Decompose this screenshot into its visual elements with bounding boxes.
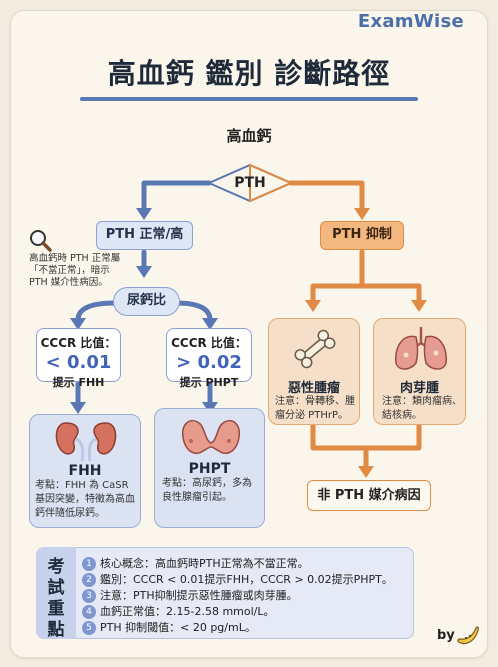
key-point-3: 3 注意：PTH抑制提示惡性腫瘤或肉芽腫。 xyxy=(82,587,298,603)
key-point-number: 1 xyxy=(82,557,96,571)
cccr-high-box: CCCR 比值： > 0.02 提示 PHPT xyxy=(166,328,252,389)
malignancy-note: 注意：骨轉移、腫瘤分泌 PTHrP。 xyxy=(275,396,355,421)
key-points-heading-1: 考 xyxy=(47,557,65,577)
page-title: 高血鈣 鑑別 診斷路徑 xyxy=(107,57,391,90)
key-points-heading-bg xyxy=(36,547,76,639)
byline: by xyxy=(437,628,455,643)
cccr-high-hint: 提示 PHPT xyxy=(179,376,239,389)
key-point-text: 鑑別：CCCR < 0.01提示FHH，CCCR > 0.02提示PHPT。 xyxy=(100,573,393,586)
non-pth-result-box: 非 PTH 媒介病因 xyxy=(307,480,431,511)
malignancy-name: 惡性腫瘤 xyxy=(287,381,340,396)
cccr-high-value: > 0.02 xyxy=(176,352,242,373)
cccr-low-box: CCCR 比值： < 0.01 提示 FHH xyxy=(36,328,121,389)
key-point-text: PTH 抑制閾值：< 20 pg/mL。 xyxy=(100,621,256,634)
granuloma-name: 肉芽腫 xyxy=(399,381,439,396)
key-point-text: 核心概念：高血鈣時PTH正常為不當正常。 xyxy=(100,557,309,570)
key-points-heading-4: 點 xyxy=(47,620,65,640)
key-points-heading-3: 重 xyxy=(47,599,65,619)
title-underline xyxy=(80,97,418,101)
brand-name: ExamWise xyxy=(357,11,464,32)
key-point-number: 2 xyxy=(82,573,96,587)
cccr-low-value: < 0.01 xyxy=(45,352,112,373)
thyroid-icon xyxy=(182,419,240,455)
fhh-note: 考點：FHH 為 CaSR 基因突變，特徵為高血鈣伴隨低尿鈣。 xyxy=(35,480,135,519)
inappropriate-normal-note: 高血鈣時 PTH 正常屬「不當正常」，暗示 PTH 媒介性病因。 xyxy=(29,253,121,288)
key-point-number: 5 xyxy=(82,621,96,635)
malignancy-panel: 惡性腫瘤 注意：骨轉移、腫瘤分泌 PTHrP。 xyxy=(268,318,360,425)
pth-suppressed-box: PTH 抑制 xyxy=(320,221,404,250)
fhh-name: FHH xyxy=(68,463,102,479)
decision-diamond: PTH xyxy=(234,175,266,191)
key-point-text: 血鈣正常值：2.15-2.58 mmol/L。 xyxy=(100,605,275,618)
key-point-number: 3 xyxy=(82,589,96,603)
start-label: 高血鈣 xyxy=(226,127,272,145)
key-point-number: 4 xyxy=(82,605,96,619)
cccr-low-title: CCCR 比值： xyxy=(40,336,117,350)
banana-icon xyxy=(457,626,479,645)
phpt-name: PHPT xyxy=(188,461,231,477)
bone-icon xyxy=(294,329,336,369)
phpt-note: 考點：高尿鈣，多為良性腺瘤引起。 xyxy=(162,478,252,503)
cccr-low-hint: 提示 FHH xyxy=(52,376,105,389)
urine-calcium-ratio-oval: 尿鈣比 xyxy=(113,287,180,316)
key-point-4: 4 血鈣正常值：2.15-2.58 mmol/L。 xyxy=(82,603,275,619)
cccr-high-title: CCCR 比值： xyxy=(171,336,247,350)
pth-normal-high-box: PTH 正常/高 xyxy=(96,221,193,250)
key-point-2: 2 鑑別：CCCR < 0.01提示FHH，CCCR > 0.02提示PHPT。 xyxy=(82,571,393,587)
lungs-icon xyxy=(394,327,448,370)
phpt-panel: PHPT 考點：高尿鈣，多為良性腺瘤引起。 xyxy=(154,408,265,528)
magnifier-icon xyxy=(30,230,52,252)
fhh-panel: FHH 考點：FHH 為 CaSR 基因突變，特徵為高血鈣伴隨低尿鈣。 xyxy=(29,414,141,528)
key-point-5: 5 PTH 抑制閾值：< 20 pg/mL。 xyxy=(82,619,256,635)
key-point-1: 1 核心概念：高血鈣時PTH正常為不當正常。 xyxy=(82,555,309,571)
granuloma-panel: 肉芽腫 注意：類肉瘤病、結核病。 xyxy=(373,318,466,425)
kidney-icon xyxy=(55,422,117,462)
key-point-text: 注意：PTH抑制提示惡性腫瘤或肉芽腫。 xyxy=(100,589,298,602)
key-points-box xyxy=(36,547,414,639)
granuloma-note: 注意：類肉瘤病、結核病。 xyxy=(382,396,462,421)
key-points-heading-2: 試 xyxy=(47,578,65,598)
